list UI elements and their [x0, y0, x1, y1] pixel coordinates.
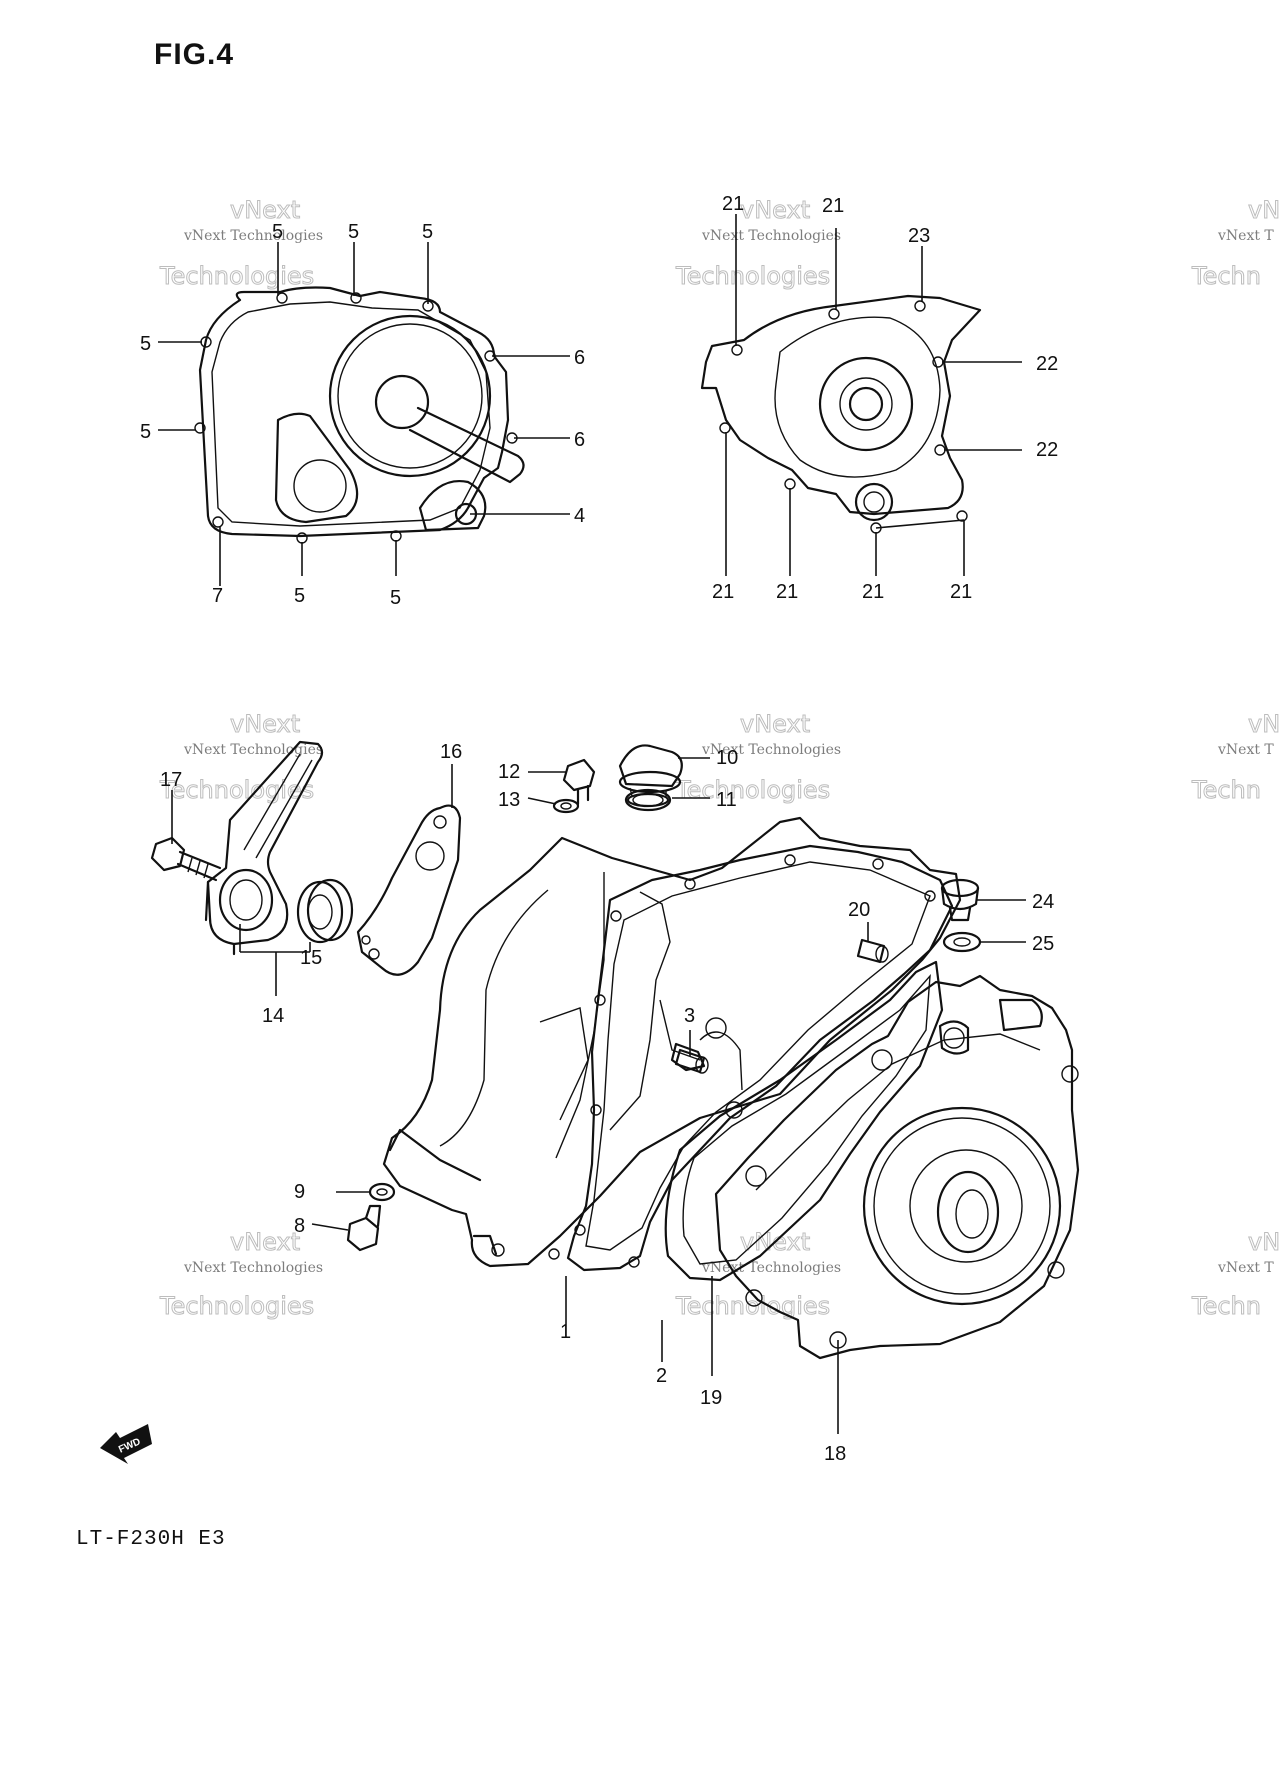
callout-21: 21	[950, 581, 972, 603]
watermark-top-mid: vNext vNext Technologies Technologies	[675, 196, 842, 291]
callout-21: 21	[822, 195, 844, 217]
watermark-edge-top: vN	[1248, 1228, 1280, 1256]
watermark-line1: vNext	[230, 196, 300, 224]
callout-5: 5	[422, 221, 433, 243]
dowel-pin-3	[674, 1048, 709, 1074]
watermark-edge-mid: vNext T	[1217, 228, 1274, 244]
callout-8: 8	[294, 1215, 305, 1237]
callout-5: 5	[348, 221, 359, 243]
callout-22: 22	[1036, 353, 1058, 375]
washer-25	[942, 931, 982, 953]
callout-23: 23	[908, 225, 930, 247]
callout-21: 21	[712, 581, 734, 603]
watermark-edge-top: vN	[1248, 196, 1280, 224]
watermark-edge-bottom: Techn	[1191, 776, 1261, 804]
watermark-edge-bottom: Techn	[1191, 262, 1261, 290]
watermark-line3: Technologies	[159, 262, 314, 290]
callout-1: 1	[560, 1321, 571, 1343]
callout-13: 13	[498, 789, 520, 811]
callout-4: 4	[574, 505, 585, 527]
callout-15: 15	[300, 947, 322, 969]
watermark-line3: Technologies	[675, 776, 830, 804]
breather-gasket	[356, 804, 462, 976]
watermark-line2: vNext Technologies	[183, 742, 323, 758]
callout-6: 6	[574, 347, 585, 369]
watermark-line2: vNext Technologies	[701, 742, 841, 758]
fwd-arrow-icon: FWD	[100, 1424, 152, 1464]
watermark-line3: Technologies	[159, 776, 314, 804]
watermark-right-edge: vN vNext T Techn vN vNext T Techn vN vNe…	[1191, 196, 1280, 1321]
drain-bolt-8	[346, 1204, 382, 1252]
callout-11: 11	[716, 789, 737, 811]
leader-lines	[158, 214, 1026, 1434]
crankcase-gasket	[566, 844, 954, 1272]
crankcase-cover	[714, 974, 1080, 1360]
watermark-line2: vNext Technologies	[701, 1260, 841, 1276]
callout-9: 9	[294, 1181, 305, 1203]
callout-group: 5 5 5 5 5 5 5 7 6 6 4 21 21 23 22 22 21 …	[140, 193, 1058, 1465]
oil-filler-cap	[618, 744, 683, 808]
watermark-line2: vNext Technologies	[183, 1260, 323, 1276]
watermark-bottom-left: vNext vNext Technologies Technologies	[159, 1228, 324, 1321]
callout-10: 10	[716, 747, 738, 769]
callout-17: 17	[160, 769, 182, 791]
magneto-cover-gasket	[700, 294, 982, 534]
bolt-part-17	[150, 836, 222, 882]
watermark-edge-bottom: Techn	[1191, 1292, 1261, 1320]
callout-6: 6	[574, 429, 585, 451]
watermark-line3: Technologies	[159, 1292, 314, 1320]
cover-gasket-19	[664, 960, 944, 1282]
watermark-line1: vNext	[230, 710, 300, 738]
callout-25: 25	[1032, 933, 1054, 955]
oil-seal-part	[296, 878, 354, 944]
callout-5: 5	[140, 421, 151, 443]
drain-plug-24	[940, 878, 980, 922]
breather-bracket-assembly	[204, 740, 324, 956]
callout-12: 12	[498, 761, 520, 783]
watermark-bottom-center: vNext vNext Technologies Technologies	[675, 1228, 842, 1321]
watermark-top-left: vNext vNext Technologies Technologies	[159, 196, 324, 291]
callout-21: 21	[722, 193, 744, 215]
figure-title: FIG.4	[154, 38, 235, 71]
callout-7: 7	[212, 585, 223, 607]
bolt-part-12	[552, 758, 596, 814]
watermark-edge-mid: vNext T	[1217, 742, 1274, 758]
callout-21: 21	[862, 581, 884, 603]
o-ring-part	[624, 788, 672, 812]
callout-16: 16	[440, 741, 462, 763]
callout-5: 5	[140, 333, 151, 355]
watermark-mid-center: vNext vNext Technologies Technologies	[675, 710, 842, 805]
callout-19: 19	[700, 1387, 722, 1409]
watermark-edge-mid: vNext T	[1217, 1260, 1274, 1276]
callout-2: 2	[656, 1365, 667, 1387]
callout-21: 21	[776, 581, 798, 603]
callout-14: 14	[262, 1005, 284, 1027]
callout-22: 22	[1036, 439, 1058, 461]
dowel-pin-20	[856, 938, 889, 964]
watermark-line1: vNext	[740, 196, 810, 224]
watermark-line3: Technologies	[675, 262, 830, 290]
callout-18: 18	[824, 1443, 846, 1465]
callout-20: 20	[848, 899, 870, 921]
watermark-line2: vNext Technologies	[183, 228, 323, 244]
watermark-edge-top: vN	[1248, 710, 1280, 738]
callout-24: 24	[1032, 891, 1054, 913]
callout-5: 5	[294, 585, 305, 607]
washer-9	[368, 1182, 396, 1202]
watermark-line1: vNext	[740, 710, 810, 738]
watermark-line2: vNext Technologies	[701, 228, 841, 244]
callout-5: 5	[390, 587, 401, 609]
callout-5: 5	[272, 221, 283, 243]
watermark-line1: vNext	[230, 1228, 300, 1256]
model-label: LT-F230H E3	[76, 1528, 226, 1551]
clutch-cover-gasket	[194, 286, 525, 544]
callout-3: 3	[684, 1005, 695, 1027]
